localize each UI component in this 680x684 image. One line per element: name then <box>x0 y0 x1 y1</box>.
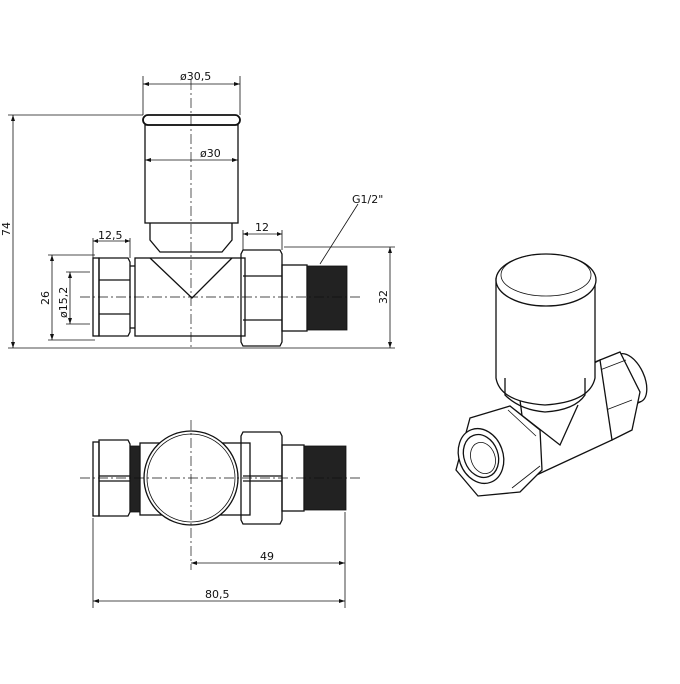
dim-cap-diameter: ø30,5 <box>180 70 211 83</box>
dim-overall-height: 74 <box>0 222 13 236</box>
dim-thread-spec: G1/2" <box>352 193 383 206</box>
isometric-view <box>455 253 648 497</box>
dim-body-diameter: ø30 <box>200 147 221 160</box>
dim-compression-nut-width: 12,5 <box>98 229 123 242</box>
front-elevation-view: ø30,5 ø30 74 12,5 12 G1/2" 26 <box>0 70 395 350</box>
plan-view: 49 80,5 <box>80 420 360 608</box>
dim-body-height: 32 <box>377 290 390 304</box>
dim-pipe-diameter: ø15,2 <box>57 287 70 318</box>
dim-center-to-end: 49 <box>260 550 274 563</box>
dim-union-nut-width: 12 <box>255 221 269 234</box>
dim-side-height: 26 <box>39 291 52 305</box>
dim-overall-length: 80,5 <box>205 588 230 601</box>
